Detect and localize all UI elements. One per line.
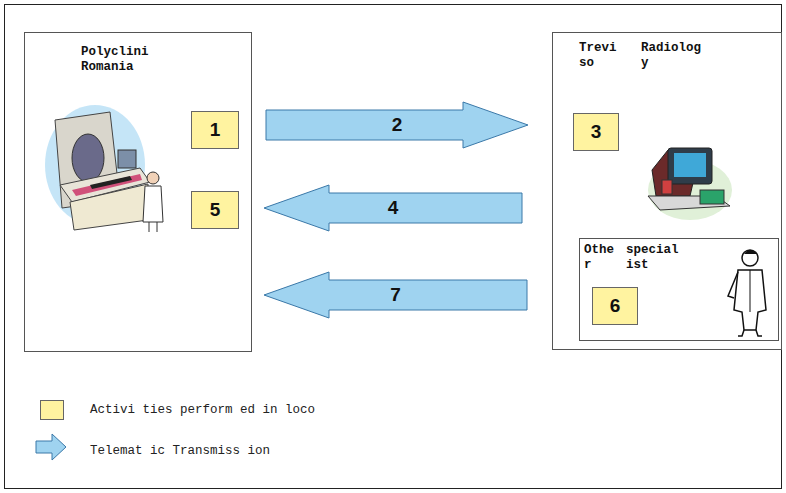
activity-box: 5 [191, 191, 239, 229]
site-box: Trevi so Radiolog y 3Othe rspecial ist6 [552, 32, 782, 350]
callout-number: 5 [210, 199, 221, 221]
callout-number: 6 [610, 295, 621, 317]
callout-number: 3 [591, 121, 602, 143]
legend-text: Telemat ic Transmiss ion [90, 444, 270, 459]
workstation-illustration [648, 148, 732, 220]
box-heading: Radiolog y [641, 41, 709, 71]
callout-number: 1 [210, 119, 221, 141]
site-box: Polyclini Romania 1 5 [24, 32, 252, 352]
step-number: 4 [388, 197, 399, 219]
box-heading: Polyclini Romania [81, 45, 156, 75]
step-number: 7 [390, 284, 401, 306]
doctor-illustration [728, 250, 766, 336]
activity-box: 6 [592, 287, 638, 325]
transmission-arrow [266, 102, 528, 148]
activity-box: 1 [191, 111, 239, 149]
ct-scanner-illustration [45, 105, 163, 232]
legend-text: Activi ties perform ed in loco [90, 403, 315, 418]
legend-arrow-sample [36, 434, 66, 460]
activity-box: 3 [573, 113, 619, 151]
step-number: 2 [392, 114, 403, 136]
box-heading: Trevi so [579, 41, 624, 71]
box-heading: special ist [626, 243, 686, 273]
box-heading: Othe r [584, 243, 622, 273]
transmission-arrow [264, 272, 527, 318]
legend-swatch [40, 400, 64, 420]
transmission-arrow [264, 185, 522, 231]
site-box: Othe rspecial ist6 [579, 238, 779, 341]
